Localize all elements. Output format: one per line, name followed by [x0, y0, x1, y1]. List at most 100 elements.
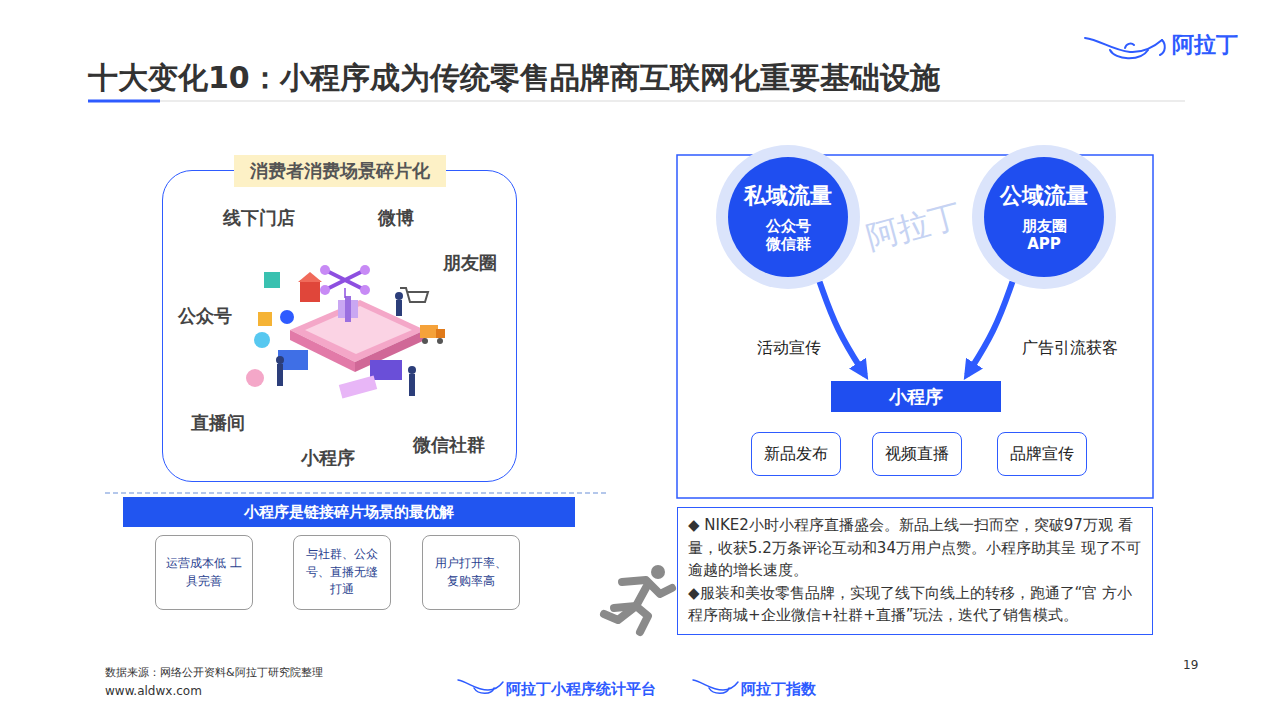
node-heading: 运营成本低 工具完善 — [164, 555, 244, 590]
shopping-illustration — [370, 360, 402, 380]
panel-frame — [677, 155, 1153, 498]
shopping-illustration — [320, 285, 330, 295]
hub-bar: 小程序 — [831, 381, 1001, 412]
node-heading: 品牌宣传 — [1010, 444, 1074, 465]
flow-arrow — [967, 282, 1012, 375]
scene-frame: 消费者消费场景碎片化线下门店微博朋友圈公众号直播间小程序微信社群 — [162, 170, 517, 482]
node-text: 小程序 — [301, 446, 355, 470]
shopping-illustration — [305, 306, 412, 354]
node-text: 直播间 — [191, 411, 245, 435]
title-rule — [88, 100, 160, 103]
shopping-illustration — [360, 265, 370, 275]
shopping-illustration — [339, 376, 377, 399]
node-text: ◆服装和美妆零售品牌，实现了线下向线上的转移，跑通了“官 方小程序商城+企业微信… — [688, 582, 1142, 627]
lamp-logo — [1085, 38, 1162, 52]
running-man-icon — [604, 565, 672, 632]
running-man-icon — [614, 584, 648, 608]
node-text: 朋友圈 APP — [1014, 217, 1074, 253]
node-heading: 小程序 — [889, 385, 943, 409]
shopping-illustration — [400, 288, 428, 302]
node-heading: 与社群、公众 号、直播无缝 打通 — [302, 546, 382, 598]
node-heading: 公域流量 — [1000, 181, 1088, 211]
title-rule — [88, 101, 1185, 102]
shopping-illustration — [264, 272, 280, 288]
lamp-logo — [1125, 44, 1134, 48]
shopping-illustration — [246, 369, 264, 387]
node-text: 微信社群 — [413, 433, 485, 457]
node-heading: 消费者消费场景碎片化 — [234, 155, 446, 187]
shopping-illustration — [277, 364, 283, 386]
footer-lamp — [709, 688, 729, 693]
node-heading: 私域流量 — [744, 181, 832, 211]
case-note: ◆ NIKE2小时小程序直播盛会。新品上线一扫而空，突破97万观 看量，收获5.… — [677, 507, 1153, 635]
shopping-illustration — [246, 265, 445, 398]
feature-box: 用户打开率、 复购率高 — [422, 535, 520, 610]
shopping-illustration — [290, 300, 425, 362]
running-man-icon — [636, 606, 648, 632]
node-heading: 用户打开率、 复购率高 — [431, 555, 511, 590]
shopping-illustration — [395, 292, 403, 300]
shopping-illustration — [276, 356, 284, 364]
shopping-illustration — [436, 329, 445, 338]
circle-halo — [716, 145, 860, 289]
shopping-illustration — [320, 265, 330, 275]
footer-brand: 阿拉丁小程序统计平台 — [506, 680, 656, 699]
shopping-illustration — [360, 285, 370, 295]
feature-box: 与社群、公众 号、直播无缝 打通 — [293, 535, 391, 610]
footer-lamp — [458, 680, 503, 690]
edge-label: 活动宣传 — [755, 338, 823, 359]
running-man-icon — [651, 565, 665, 579]
lamp-logo — [1110, 50, 1148, 58]
shopping-illustration — [422, 338, 428, 344]
node-text: 朋友圈 — [443, 251, 497, 275]
node-text: 公众号 — [178, 304, 232, 328]
shopping-illustration — [298, 272, 322, 282]
footer-lamp — [474, 688, 494, 693]
watermark: 阿拉丁 — [862, 193, 966, 260]
shopping-illustration — [420, 325, 438, 338]
title-rule — [88, 101, 1185, 102]
website: www.aldwx.com — [105, 684, 202, 698]
dashed-separator — [105, 492, 608, 493]
node-heading: 视频直播 — [885, 444, 949, 465]
node-text: 线下门店 — [223, 206, 295, 230]
logo-text: 阿拉丁 — [1172, 30, 1238, 60]
circle-halo — [972, 145, 1116, 289]
shopping-illustration — [409, 374, 415, 396]
shopping-illustration — [437, 338, 443, 344]
use-case-box: 品牌宣传 — [997, 432, 1087, 476]
traffic-circle: 公域流量朋友圈 APP — [984, 157, 1104, 277]
source-note: 数据来源：网络公开资料&阿拉丁研究院整理 — [105, 665, 323, 680]
use-case-box: 视频直播 — [872, 432, 962, 476]
running-man-icon — [604, 606, 636, 620]
shopping-illustration — [254, 332, 270, 348]
running-man-icon — [622, 580, 672, 594]
shopping-illustration — [300, 280, 320, 302]
lamp-logo — [1085, 38, 1165, 58]
flow-arrow — [820, 282, 865, 375]
footer-brand: 阿拉丁指数 — [741, 680, 816, 699]
feature-box: 运营成本低 工具完善 — [155, 535, 253, 610]
slide-title: 十大变化10：小程序成为传统零售品牌商互联网化重要基础设施 — [88, 58, 940, 99]
lamp-logo — [1160, 40, 1165, 55]
circle-halo — [716, 145, 1116, 289]
shopping-illustration — [280, 310, 294, 324]
page-number: 19 — [1183, 658, 1198, 672]
use-case-box: 新品发布 — [751, 432, 841, 476]
highlight-band: 小程序是链接碎片场景的最优解 — [123, 497, 575, 527]
node-text: 微博 — [378, 206, 414, 230]
shopping-illustration — [344, 288, 346, 298]
footer-lamp — [693, 680, 738, 690]
shopping-illustration — [325, 270, 365, 290]
node-heading: 新品发布 — [764, 444, 828, 465]
shopping-illustration — [408, 366, 416, 374]
shopping-illustration — [396, 300, 402, 316]
node-heading: ◆ NIKE2小时小程序直播盛会。新品上线一扫而空，突破97万观 看量，收获5.… — [688, 514, 1142, 582]
edge-label: 广告引流获客 — [1020, 338, 1120, 359]
node-text: 公众号 微信群 — [758, 217, 818, 253]
shopping-illustration — [345, 296, 351, 322]
traffic-circle: 私域流量公众号 微信群 — [728, 157, 848, 277]
node-heading: 小程序是链接碎片场景的最优解 — [244, 503, 454, 522]
shopping-illustration — [325, 270, 365, 290]
shopping-illustration — [258, 312, 272, 326]
